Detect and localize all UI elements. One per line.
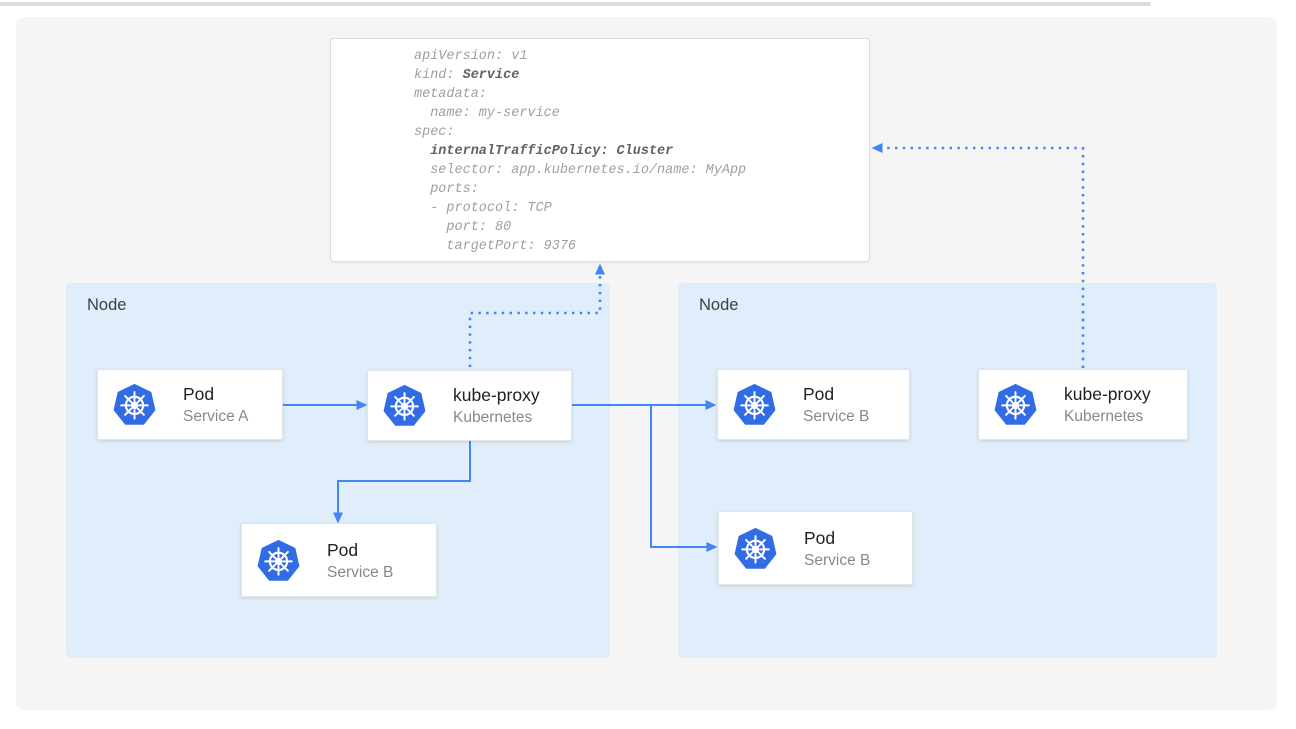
kubernetes-icon	[733, 383, 776, 426]
card-subtitle: Kubernetes	[453, 409, 533, 426]
card-pod-service-a: Pod Service A	[97, 369, 283, 440]
card-subtitle: Kubernetes	[1064, 408, 1144, 425]
card-title: Pod	[803, 384, 835, 404]
kubernetes-icon	[257, 539, 300, 582]
card-title: kube-proxy	[1064, 384, 1151, 404]
card-subtitle: Service B	[327, 563, 394, 581]
card-pod-service-b-left: Pod Service B	[241, 523, 437, 597]
card-subtitle: Service B	[803, 408, 870, 425]
node-left: Node	[66, 283, 610, 658]
node-right-label: Node	[699, 296, 739, 314]
card-subtitle: Service B	[804, 551, 871, 569]
kubernetes-icon	[113, 383, 156, 426]
kubernetes-icon	[383, 384, 426, 427]
kubernetes-icon	[994, 383, 1037, 426]
top-divider	[0, 2, 1151, 6]
card-title: Pod	[804, 527, 836, 548]
card-title: kube-proxy	[453, 385, 540, 405]
service-yaml-code: apiVersion: v1 kind: Service metadata: n…	[414, 49, 747, 254]
card-subtitle: Service A	[183, 408, 249, 425]
card-title: Pod	[183, 384, 215, 404]
card-title: Pod	[327, 539, 359, 560]
card-kube-proxy-left: kube-proxy Kubernetes	[367, 370, 572, 441]
kubernetes-icon	[734, 527, 777, 570]
card-kube-proxy-right: kube-proxy Kubernetes	[978, 369, 1188, 440]
node-left-label: Node	[87, 296, 127, 314]
service-yaml-card: apiVersion: v1 kind: Service metadata: n…	[330, 38, 870, 262]
node-right: Node	[678, 283, 1217, 658]
card-pod-service-b-right-bottom: Pod Service B	[718, 511, 913, 585]
card-pod-service-b-right-top: Pod Service B	[717, 369, 910, 440]
diagram-canvas: Node Node	[16, 17, 1277, 710]
